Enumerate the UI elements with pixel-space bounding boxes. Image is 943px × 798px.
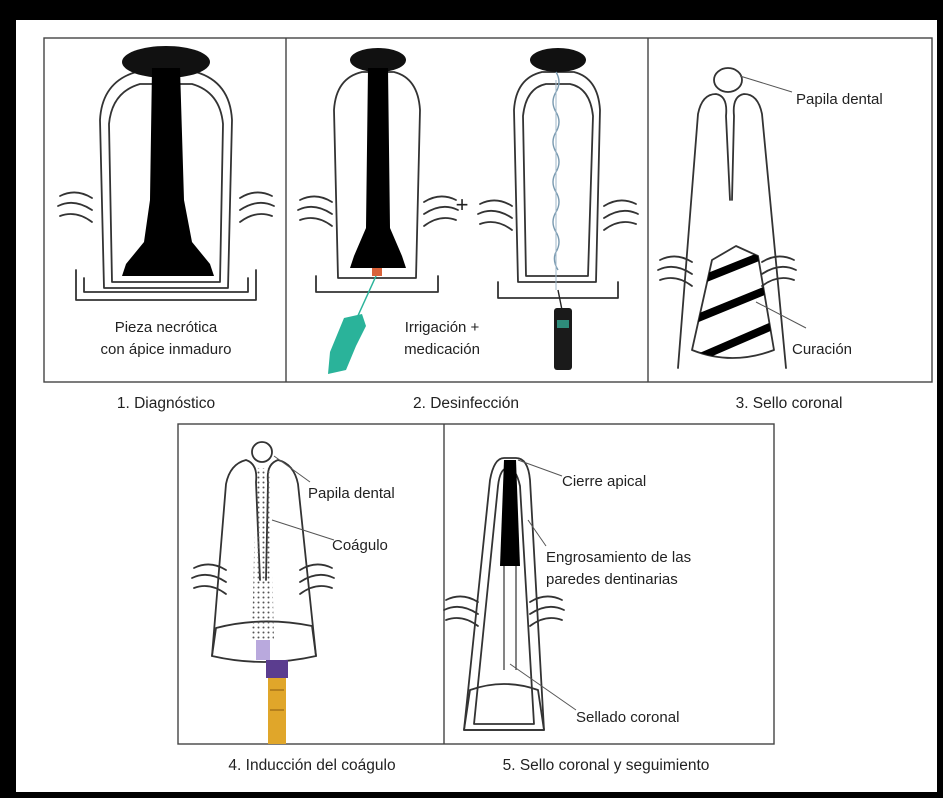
dental-papilla (714, 68, 742, 92)
irrigation-syringe (328, 314, 366, 374)
tooth-sealed-illustration (658, 68, 796, 368)
dental-papilla-4 (252, 442, 272, 462)
panel-5-caption: 5. Sello coronal y seguimiento (503, 757, 710, 774)
panel-1-caption: 1. Diagnóstico (117, 395, 215, 412)
panel-1-label-line-2: con ápice inmaduro (101, 341, 232, 358)
panel-4-caption: 4. Inducción del coágulo (228, 757, 395, 774)
tooth-necrotic-illustration (58, 46, 274, 300)
medication-syringe (554, 308, 572, 370)
dressing-stripes (684, 250, 786, 364)
blood-clot (252, 468, 274, 640)
panel-seguimiento: Cierre apical Engrosamiento de las pared… (444, 458, 709, 774)
panel-2-caption: 2. Desinfección (413, 395, 519, 412)
engrosamiento-label-line-1: Engrosamiento de las (546, 549, 691, 566)
clot-syringe (268, 678, 286, 744)
sellado-coronal-label: Sellado coronal (576, 709, 679, 726)
tooth-medication-illustration (478, 48, 638, 370)
figure-frame: Pieza necrótica con ápice inmaduro 1. Di… (16, 20, 937, 792)
panel-2-label-line-1: Irrigación + (405, 319, 480, 336)
necrotic-canal (122, 68, 214, 276)
panel-diagnostico: Pieza necrótica con ápice inmaduro 1. Di… (58, 46, 274, 412)
panel-sello-coronal: Papila dental Curación 3. Sello coronal (658, 68, 883, 412)
syringe-band (266, 660, 288, 678)
coagulo-label: Coágulo (332, 537, 388, 554)
curacion-label: Curación (792, 341, 852, 358)
panel-2-label-line-2: medicación (404, 341, 480, 358)
engrosamiento-label-line-2: paredes dentinarias (546, 571, 678, 588)
papila-dental-label-4: Papila dental (308, 485, 395, 502)
papila-dental-label-top: Papila dental (796, 91, 883, 108)
cierre-apical-label: Cierre apical (562, 473, 646, 490)
diagram-canvas: Pieza necrótica con ápice inmaduro 1. Di… (16, 20, 937, 792)
panel-1-label-line-1: Pieza necrótica (115, 319, 218, 336)
panel-desinfeccion: + Irrigación + medicación 2. Desinfecció… (298, 48, 638, 412)
panel-3-caption: 3. Sello coronal (736, 395, 843, 412)
plus-sign: + (456, 192, 469, 217)
panel-induccion-coagulo: Papila dental Coágulo 4. Inducción del c… (192, 442, 396, 774)
